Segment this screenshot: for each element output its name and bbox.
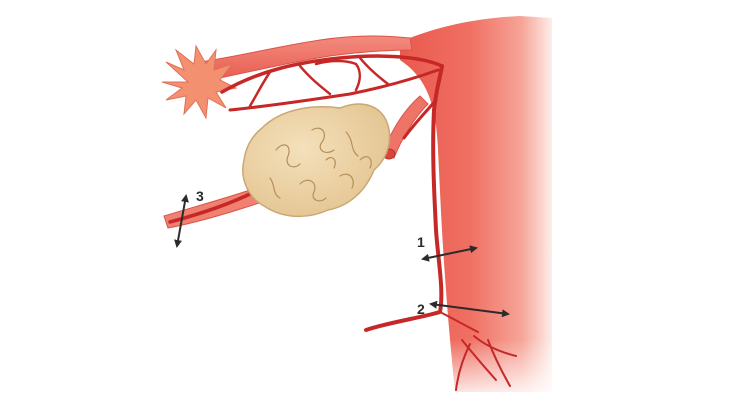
ovarian-arcade (228, 68, 440, 112)
marker-3-arrow (174, 194, 189, 248)
marker-1-arrow (421, 245, 478, 262)
fallopian-tube (199, 35, 413, 81)
marker-1: 1 (417, 234, 478, 262)
marker-2-label: 2 (417, 301, 425, 317)
marker-1-label: 1 (417, 234, 425, 250)
marker-2: 2 (417, 300, 510, 318)
round-ligament (383, 95, 429, 159)
ovary (242, 103, 391, 218)
ovary-texture (269, 127, 372, 202)
marker-2-arrow (429, 300, 510, 318)
marker-3-label: 3 (196, 188, 204, 204)
fimbriae (161, 44, 238, 120)
tubal-artery (220, 54, 444, 94)
marker-3: 3 (174, 188, 204, 248)
uterus-fade (400, 16, 560, 396)
